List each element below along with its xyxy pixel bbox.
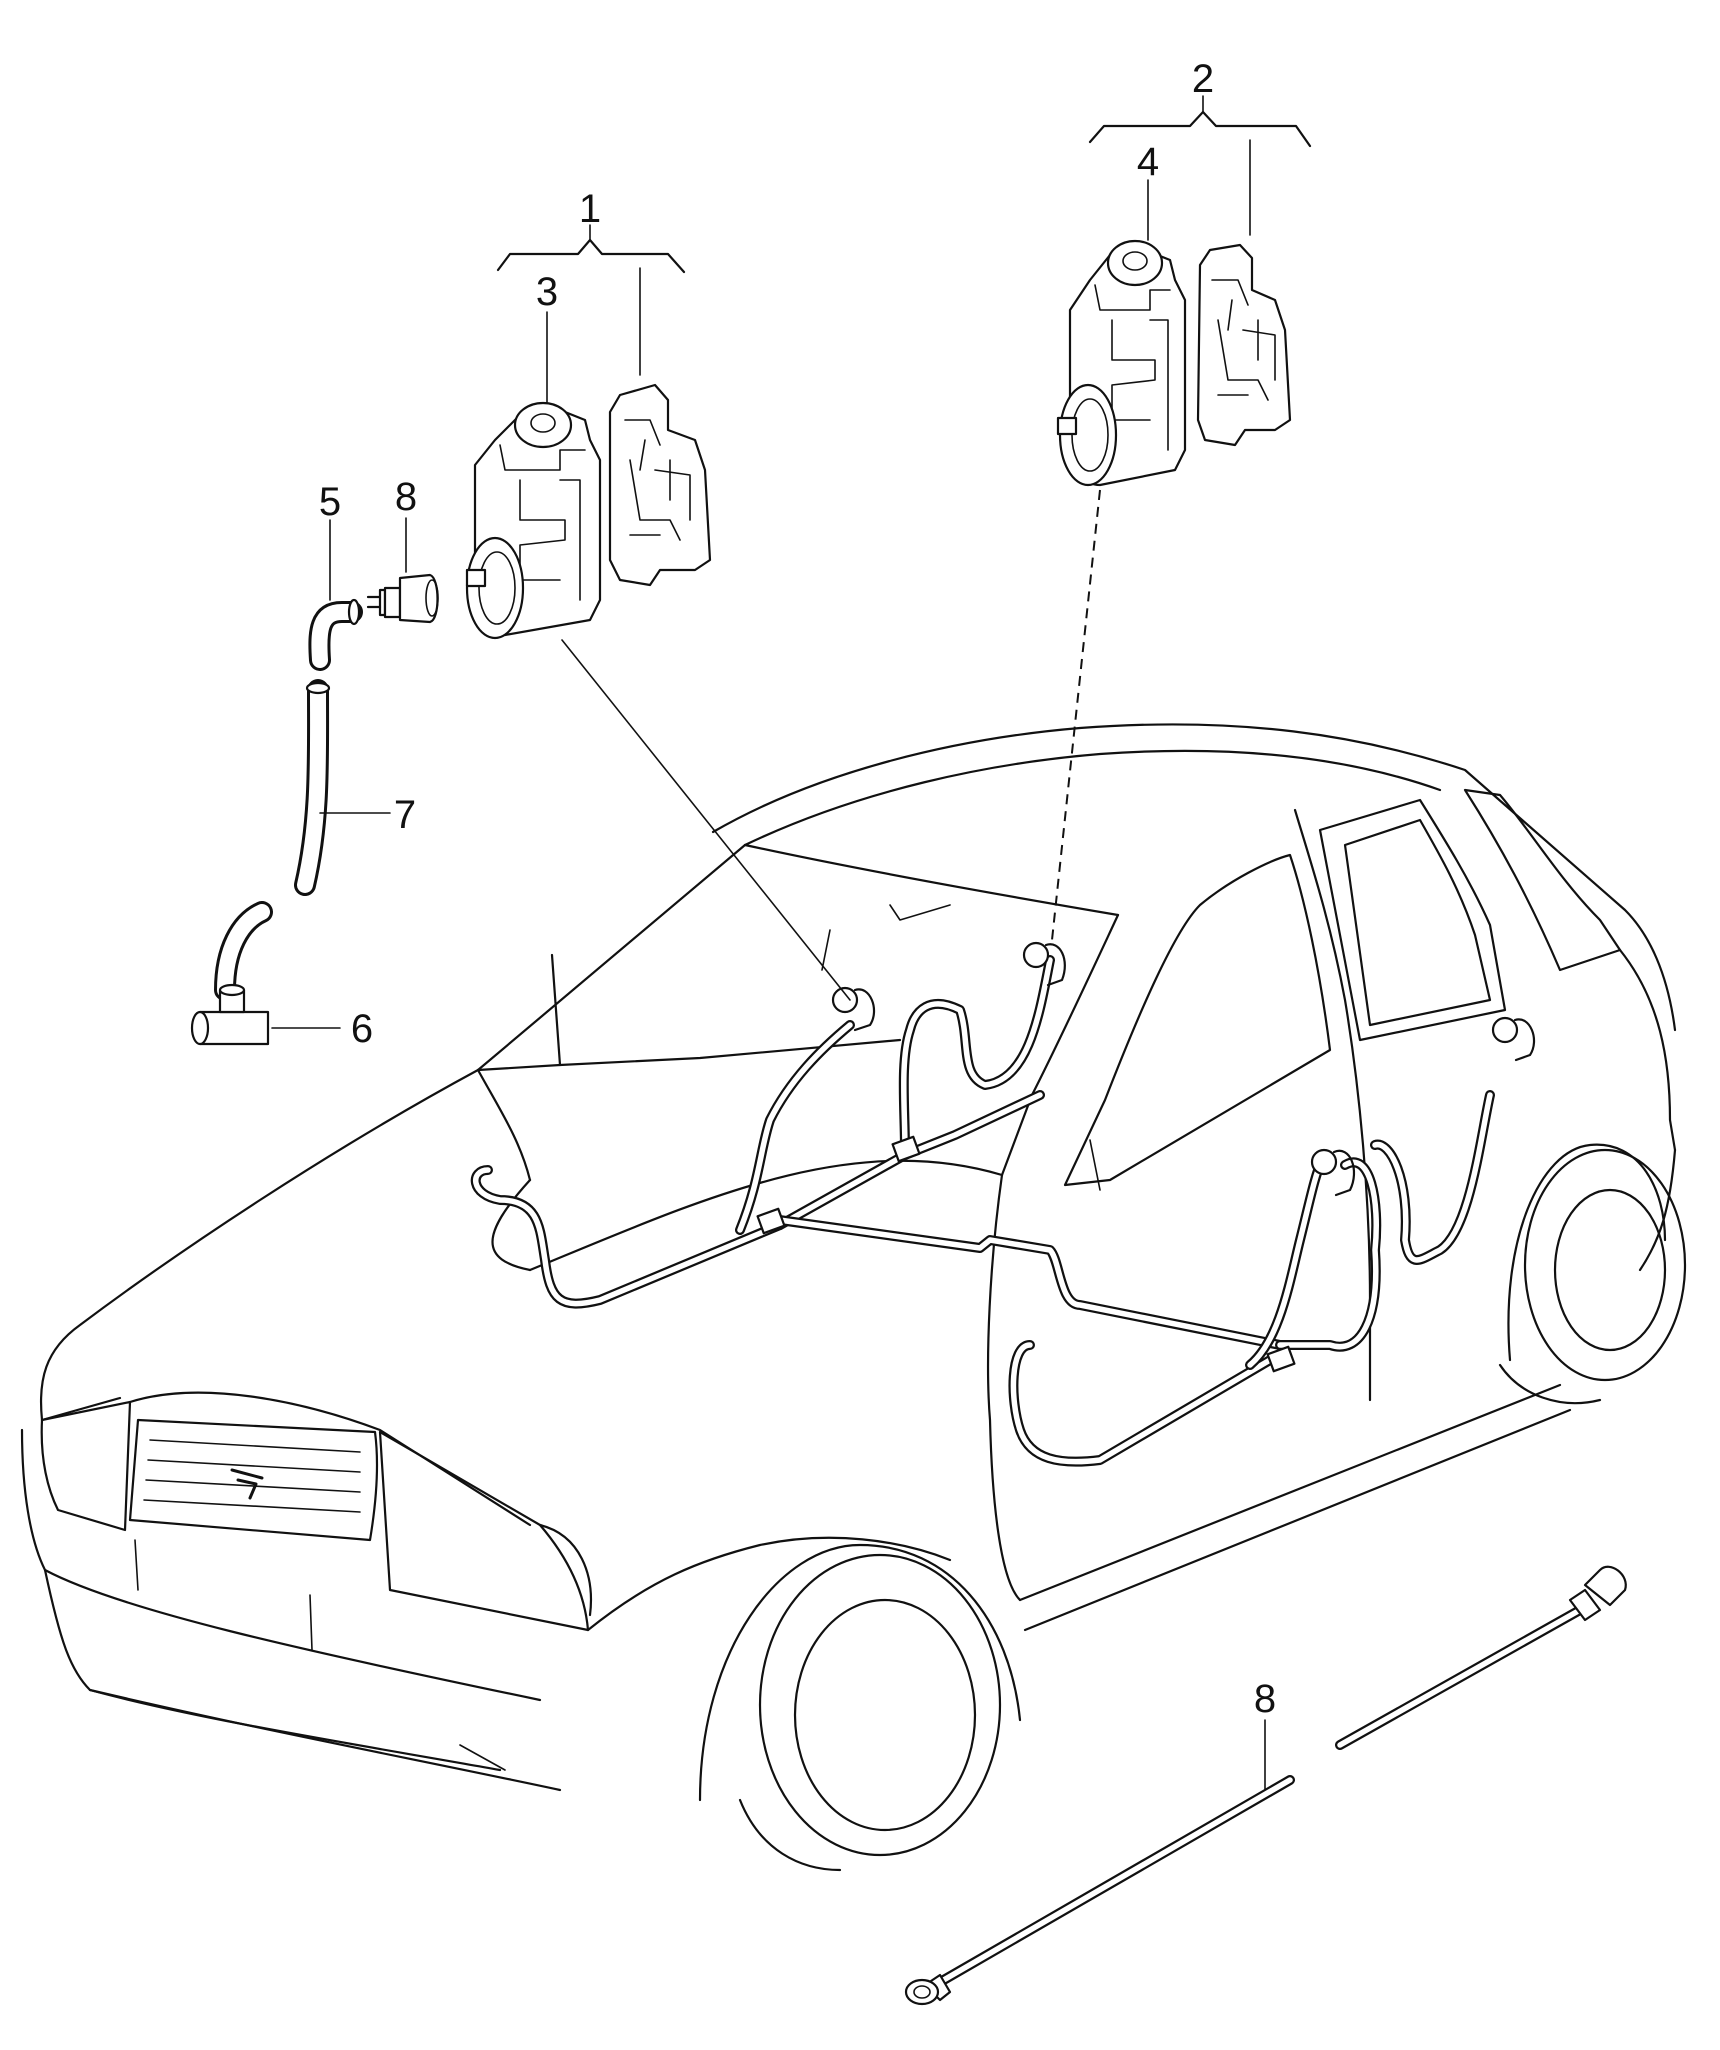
car-body — [20, 723, 1687, 1872]
callout-7: 7 — [394, 793, 416, 837]
callout-6: 6 — [351, 1007, 373, 1051]
part-8-connector — [366, 573, 439, 624]
callout-4: 4 — [1137, 140, 1159, 184]
callout-5: 5 — [319, 480, 341, 524]
leader-line-1 — [561, 639, 851, 1001]
callout-8-lower: 8 — [1254, 1677, 1276, 1721]
actuator-mounting-bracket — [1196, 243, 1292, 447]
actuator-mounting-bracket — [608, 383, 712, 587]
actuator-connector — [831, 986, 876, 1032]
actuator-connector — [1491, 1016, 1536, 1062]
callout-1: 1 — [579, 187, 601, 231]
callout-2: 2 — [1192, 57, 1214, 101]
callout-labels: 1 2 3 4 5 6 7 8 8 — [319, 57, 1276, 1721]
actuator-3 — [465, 401, 602, 640]
part-6-hose-and-tee — [190, 901, 273, 1046]
callout-leaders — [271, 95, 1266, 1791]
actuator-assembly-2 — [1056, 110, 1312, 487]
callout-3: 3 — [536, 270, 558, 314]
actuator-connector — [1022, 941, 1066, 987]
actuator-4 — [1056, 239, 1187, 487]
callout-8-upper: 8 — [395, 475, 417, 519]
part-5-elbow-hose — [308, 598, 363, 671]
actuator-assembly-1 — [465, 238, 712, 640]
leader-line-2 — [1051, 489, 1101, 941]
vacuum-line-harness — [470, 941, 1536, 1467]
part-7-hose — [294, 679, 331, 896]
part-8-tube — [904, 1565, 1627, 2006]
actuator-connector — [1310, 1148, 1355, 1197]
